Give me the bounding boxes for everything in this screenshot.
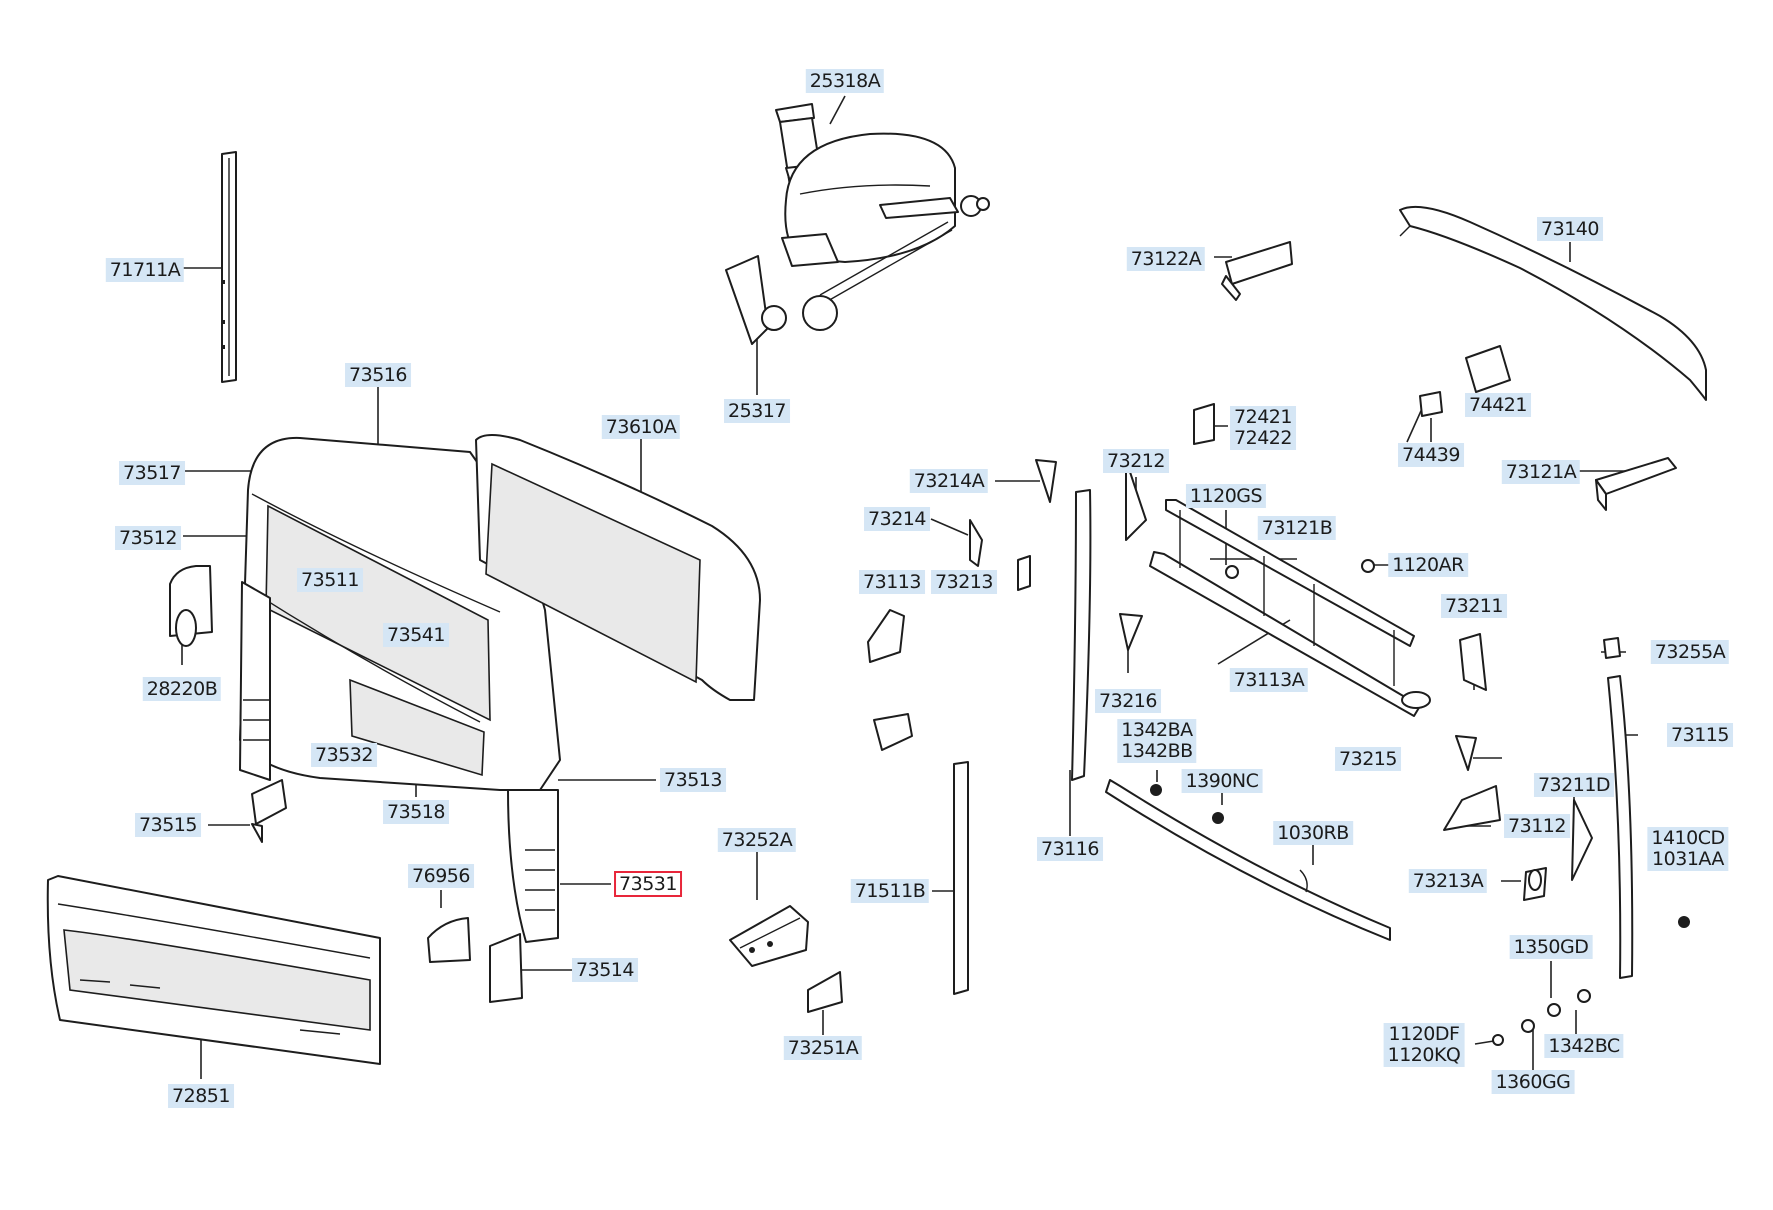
part-label-73531-highlighted[interactable]: 73531 — [614, 871, 682, 897]
part-label-73517[interactable]: 73517 — [119, 461, 185, 485]
part-label-73518[interactable]: 73518 — [383, 800, 449, 824]
part-label-73116[interactable]: 73116 — [1037, 837, 1103, 861]
part-label-73121A[interactable]: 73121A — [1501, 460, 1581, 484]
part-label-73113A[interactable]: 73113A — [1229, 668, 1309, 692]
part-label-73610A[interactable]: 73610A — [601, 415, 681, 439]
part-label-1120GS[interactable]: 1120GS — [1185, 484, 1267, 508]
part-label-28220B[interactable]: 28220B — [142, 677, 222, 701]
part-label-73515[interactable]: 73515 — [135, 813, 201, 837]
part-label-73251A[interactable]: 73251A — [783, 1036, 863, 1060]
part-label-73215[interactable]: 73215 — [1335, 747, 1401, 771]
part-label-71511B[interactable]: 71511B — [850, 879, 930, 903]
part-label-1342BC[interactable]: 1342BC — [1544, 1034, 1624, 1058]
part-label-1360GG[interactable]: 1360GG — [1491, 1070, 1575, 1094]
part-label-25317[interactable]: 25317 — [724, 399, 790, 423]
part-label-74421[interactable]: 74421 — [1465, 393, 1531, 417]
part-drawings — [46, 103, 1707, 1065]
part-label-73532[interactable]: 73532 — [311, 743, 377, 767]
part-label-73216[interactable]: 73216 — [1095, 689, 1161, 713]
part-label-73516[interactable]: 73516 — [345, 363, 411, 387]
part-label-73541[interactable]: 73541 — [383, 623, 449, 647]
part-label-72851[interactable]: 72851 — [168, 1084, 234, 1108]
part-label-73122A[interactable]: 73122A — [1126, 247, 1206, 271]
part-label-73113[interactable]: 73113 — [859, 570, 925, 594]
part-label-1030RB[interactable]: 1030RB — [1273, 821, 1353, 845]
part-label-73214A[interactable]: 73214A — [909, 469, 989, 493]
part-label-73514[interactable]: 73514 — [572, 958, 638, 982]
part-label-73255A[interactable]: 73255A — [1650, 640, 1730, 664]
part-label-25318A[interactable]: 25318A — [805, 69, 885, 93]
part-label-73140[interactable]: 73140 — [1537, 217, 1603, 241]
part-label-73211[interactable]: 73211 — [1441, 594, 1507, 618]
part-label-1120AR[interactable]: 1120AR — [1388, 553, 1468, 577]
part-label-73511[interactable]: 73511 — [297, 568, 363, 592]
part-label-1350GD[interactable]: 1350GD — [1509, 935, 1593, 959]
part-label-73211D[interactable]: 73211D — [1533, 773, 1615, 797]
part-label-73512[interactable]: 73512 — [115, 526, 181, 550]
part-label-74439[interactable]: 74439 — [1398, 443, 1464, 467]
part-label-1390NC[interactable]: 1390NC — [1181, 769, 1263, 793]
part-label-73121B[interactable]: 73121B — [1257, 516, 1337, 540]
part-label-73212[interactable]: 73212 — [1103, 449, 1169, 473]
part-label-73115[interactable]: 73115 — [1667, 723, 1733, 747]
part-label-73513[interactable]: 73513 — [660, 768, 726, 792]
part-label-73112[interactable]: 73112 — [1504, 814, 1570, 838]
part-label-76956[interactable]: 76956 — [408, 864, 474, 888]
part-label-71711A[interactable]: 71711A — [105, 258, 185, 282]
part-label-73213A[interactable]: 73213A — [1408, 869, 1488, 893]
part-label-73214[interactable]: 73214 — [864, 507, 930, 531]
part-label-73213[interactable]: 73213 — [931, 570, 997, 594]
part-label-73252A[interactable]: 73252A — [717, 828, 797, 852]
